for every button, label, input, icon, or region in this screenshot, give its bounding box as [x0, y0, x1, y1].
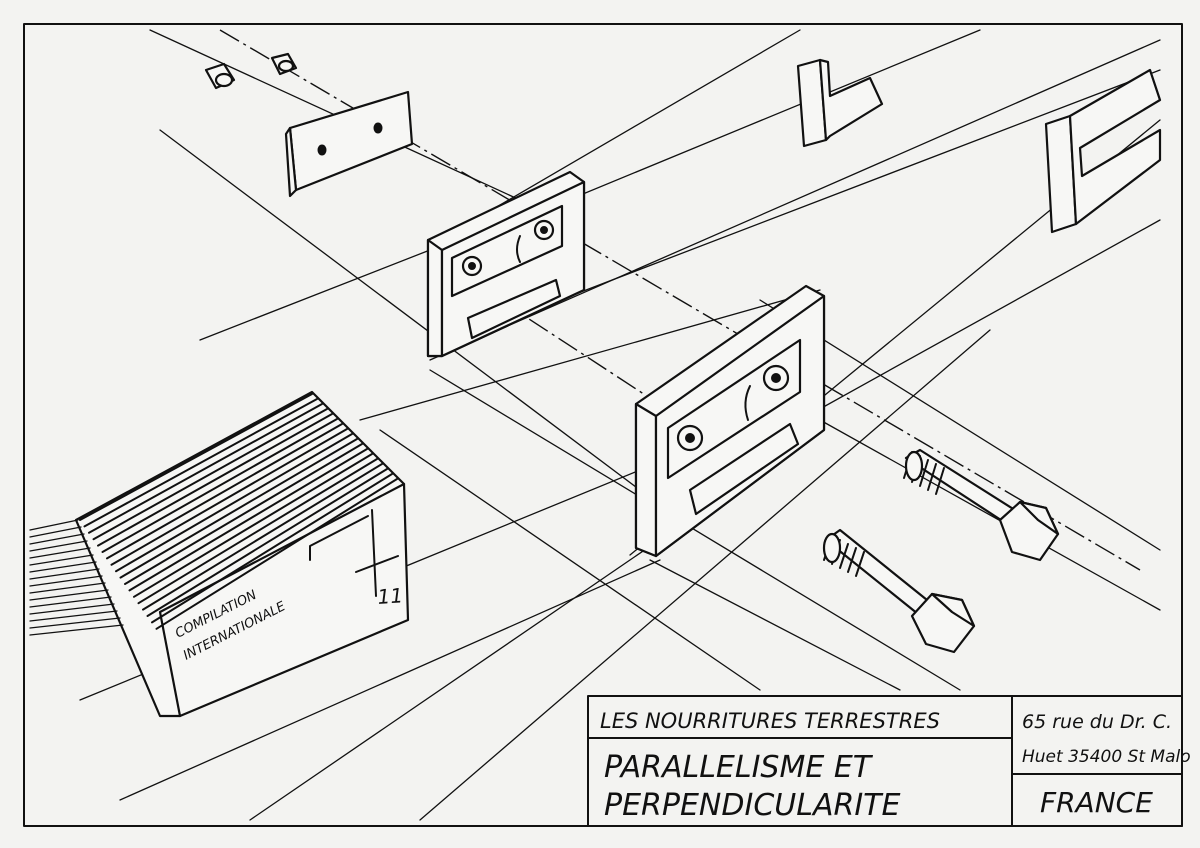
series-title: LES NOURRITURES TERRESTRES — [600, 709, 940, 733]
record-slat — [79, 393, 313, 521]
ramp-stripe — [29, 575, 103, 587]
letter-e-near — [1044, 68, 1162, 234]
address-line1: 65 rue du Dr. C. — [1022, 711, 1172, 733]
record-slat — [88, 403, 323, 534]
bolt-lower — [822, 528, 976, 654]
record-slat — [110, 428, 348, 566]
record-slat — [106, 423, 343, 560]
record-slat — [101, 418, 338, 553]
letter-e-far — [796, 58, 884, 148]
cassette-near — [634, 284, 826, 558]
nut-icon — [204, 52, 298, 90]
record-slat — [155, 478, 398, 630]
ramp-stripe — [29, 561, 97, 573]
record-slat — [146, 468, 388, 617]
ramp-stripe — [29, 547, 91, 559]
ramp-stripe — [29, 624, 124, 636]
record-slat — [137, 458, 378, 605]
ramp-stripe — [29, 526, 82, 538]
bolt-upper — [903, 448, 1060, 562]
ramp-stripe — [29, 554, 94, 566]
record-slat — [151, 473, 393, 624]
record-box: COMPILATION INTERNATIONALE 11 — [29, 390, 410, 718]
record-slat — [83, 398, 318, 528]
ramp-stripe — [29, 568, 100, 580]
country-label: FRANCE — [1040, 786, 1153, 819]
record-slat — [128, 448, 368, 592]
record-slat — [115, 433, 353, 573]
striped-ramp — [29, 519, 124, 636]
ramp-stripe — [29, 603, 115, 615]
ramp-stripe — [29, 610, 118, 622]
record-slat — [124, 443, 363, 585]
construction-lines — [79, 29, 1161, 821]
record-slat — [119, 438, 358, 579]
drawing-title-line2: PERPENDICULARITE — [604, 788, 900, 823]
ramp-stripe — [29, 533, 85, 545]
ramp-stripe — [29, 617, 121, 629]
ramp-stripe — [29, 540, 88, 552]
record-slat — [92, 408, 328, 541]
address-line2: Huet 35400 St Malo — [1022, 747, 1191, 767]
record-slat — [133, 453, 373, 598]
ramp-stripe — [29, 596, 112, 608]
cassette-far — [426, 170, 586, 358]
ramp-stripe — [29, 519, 79, 531]
mounting-plate — [284, 90, 414, 198]
title-block: LES NOURRITURES TERRESTRES PARALLELISME … — [587, 695, 1191, 827]
drawing-title-line1: PARALLELISME ET — [604, 750, 874, 785]
record-slat — [142, 463, 383, 611]
record-number: 11 — [377, 583, 404, 609]
ramp-stripe — [29, 589, 109, 601]
ramp-stripe — [29, 582, 106, 594]
record-slat — [97, 413, 333, 547]
